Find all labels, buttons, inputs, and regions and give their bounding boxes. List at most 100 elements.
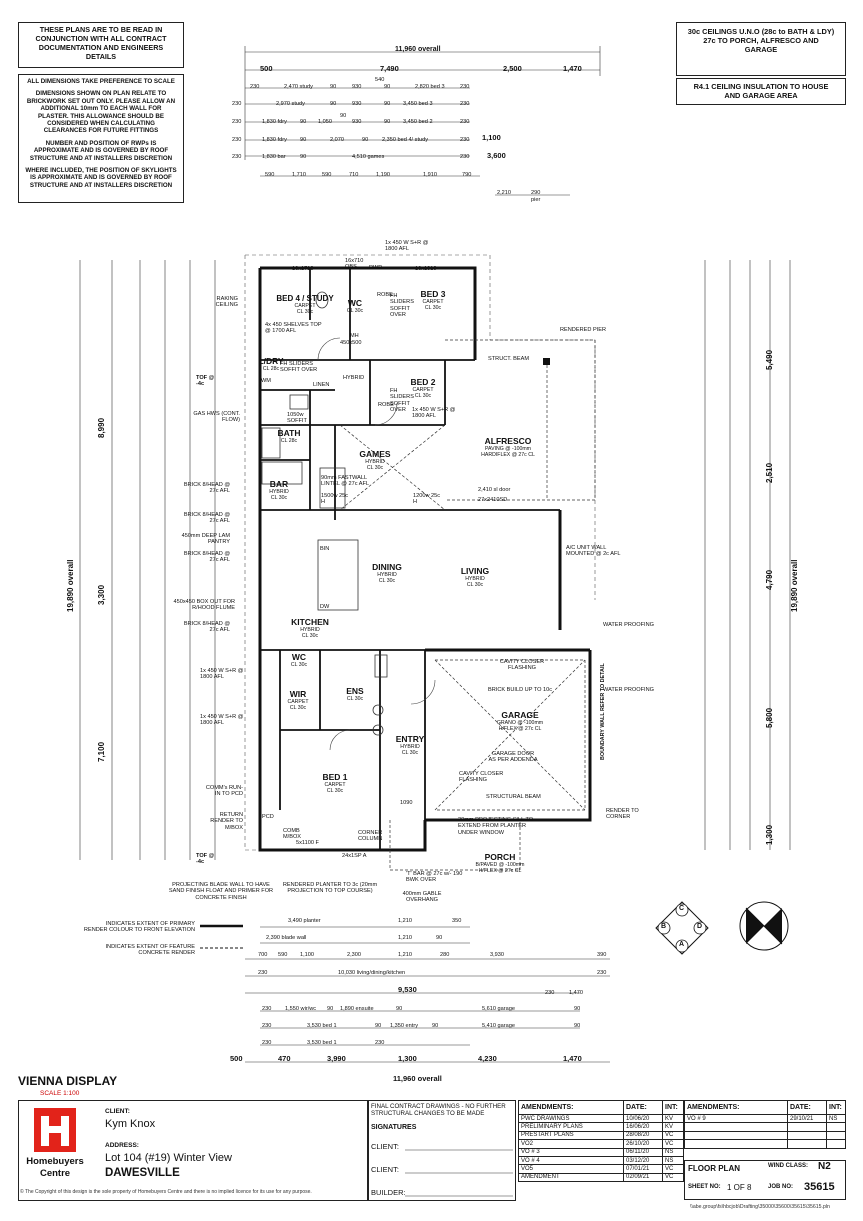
top-dim-1a: 500 (260, 64, 273, 73)
room-ldy: L/DRY CL 28c (255, 356, 287, 372)
amendments-cell: NS (662, 1147, 684, 1157)
compass-d: D (697, 923, 703, 930)
room-alfresco-cl: HARDIFLEX @ 27c CL (481, 452, 535, 458)
room-garage-sub: GRANO @ -100mm (496, 720, 544, 726)
bot-dim-6f: 5,610 garage (482, 1006, 515, 1012)
bot-dim-4c: 230 (597, 970, 607, 976)
rwp-note: NUMBER AND POSITION OF RWPs IS APPROXIMA… (29, 139, 173, 162)
sheet-no-value: 1 OF 8 (727, 1183, 752, 1192)
bot-dim-7g: 90 (574, 1023, 581, 1029)
amendments-header: AMENDMENTS: DATE: INT: (518, 1100, 684, 1115)
amendments-cell: PWC DRAWINGS (518, 1113, 624, 1124)
amendments-cell: VC (662, 1130, 684, 1141)
signature-block (368, 1100, 516, 1201)
amendments2-cell: VO # 9 (684, 1113, 788, 1124)
top-dim-8b: 290 (531, 190, 541, 196)
top-dim-5d: 2,070 (330, 137, 344, 143)
room-bar-cl: CL 30c (270, 495, 288, 501)
bot-dim-9a: 500 (230, 1054, 243, 1063)
cavity-closer-2: CAVITY CLOSER FLASHING (459, 771, 504, 784)
top-dim-4e: 90 (340, 113, 347, 119)
room-entry-cl: CL 30c (401, 750, 419, 756)
bot-dim-3d: 2,300 (347, 952, 361, 958)
room-dining-cl: CL 30c (378, 578, 396, 584)
projecting-sill-note: 20mm PROJECTING SILL TO EXTEND FROM PLAN… (458, 817, 534, 836)
room-bed1-sub: CARPET (324, 782, 346, 788)
brickwork-note: DIMENSIONS SHOWN ON PLAN RELATE TO BRICK… (26, 90, 176, 135)
address-label: ADDRESS: (105, 1142, 139, 1149)
top-dim-3g: 230 (460, 101, 470, 107)
top-dim-3a: 230 (232, 101, 242, 107)
room-bed1-cl: CL 30c (326, 788, 344, 794)
legend-feature-render: INDICATES EXTENT OF FEATURE CONCRETE REN… (105, 944, 195, 957)
gable-overhang-note: 400mm GABLE OVERHANG (402, 891, 442, 904)
room-wir: WIR CARPET CL 30c (280, 689, 316, 711)
top-dim-2a: 230 (250, 84, 260, 90)
room-wc2-cl: CL 30c (290, 662, 308, 668)
amendments-cell: 06/11/20 (623, 1147, 663, 1157)
bot-dim-3c: 1,100 (300, 952, 314, 958)
cavity-closer-1: CAVITY CLOSER FLASHING (499, 659, 545, 672)
top-dim-5a: 230 (232, 137, 242, 143)
room-porch-name: PORCH (484, 852, 516, 862)
room-garage-name: GARAGE (501, 710, 539, 720)
top-dim-3f: 3,450 bed 3 (403, 101, 433, 107)
amendments-cell: 28/08/20 (623, 1130, 663, 1141)
compass-b: B (661, 923, 667, 930)
top-dim-2b: 2,470 study (284, 84, 313, 90)
room-bath: BATH CL 28c (272, 428, 306, 444)
bot-dim-7e: 90 (432, 1023, 439, 1029)
amendments-header-label: AMENDMENTS: (518, 1100, 624, 1115)
amendments-cell: VC (662, 1172, 684, 1183)
skylight-2-note: 1x 450 W S+R @ 1800 AFL (412, 407, 456, 420)
room-entry: ENTRY HYBRID CL 30c (390, 734, 430, 756)
room-ens-cl: CL 30c (346, 696, 364, 702)
top-dim-5h: 1,100 (482, 133, 501, 142)
left-dim-b-text: 3,300 (97, 584, 106, 605)
top-dim-6b: 1,830 bar (262, 154, 286, 160)
garage-door-note: GARAGE DOOR AS PER ADDENDA (488, 751, 538, 764)
room-bed4-name: BED 4 / STUDY (276, 294, 334, 303)
room-games-cl: CL 30c (366, 465, 384, 471)
job-no-value: 35615 (804, 1181, 835, 1193)
right-dim-e-text: 1,300 (765, 824, 774, 845)
top-dim-5b: 1,830 fdry (262, 137, 287, 143)
comms-note: COMM's RUN-IN TO PCD (205, 785, 243, 798)
right-dim-a-text: 5,490 (765, 349, 774, 370)
blade-wall-note: PROJECTING BLADE WALL TO HAVE SAND FINIS… (168, 882, 274, 901)
room-alfresco: ALFRESCO PAVING @ -100mm HARDIFLEX @ 27c… (468, 436, 548, 458)
opening-1200: 1200w 25c H (413, 493, 441, 506)
final-contract-note: FINAL CONTRACT DRAWINGS - NO FURTHER STR… (371, 1103, 506, 1117)
ac-unit-note: A/C UNIT WALL MOUNTED @ 2c AFL (566, 545, 621, 558)
top-dim-4g: 90 (384, 119, 391, 125)
top-dim-5g: 230 (460, 137, 470, 143)
floor-plan-label: FLOOR PLAN (688, 1164, 740, 1173)
dimensions-note: ALL DIMENSIONS TAKE PREFERENCE TO SCALE (27, 78, 175, 85)
rendered-pier-label: RENDERED PIER (560, 327, 607, 333)
room-games-name: GAMES (359, 449, 391, 459)
bot-dim-3g: 3,930 (490, 952, 504, 958)
right-dim-b: 2,510 (765, 463, 774, 483)
fh-sliders-2: FH SLIDERS SOFFIT OVER (280, 361, 318, 374)
top-dim-6f: 3,600 (487, 151, 506, 160)
ceiling-notes: 30c CEILINGS U.N.O (28c to BATH & LDY) 2… (676, 22, 846, 76)
gas-hws-label: GAS HWS (CONT. FLOW) (193, 411, 240, 424)
brick-head-3: BRICK 8/HEAD @ 27c AFL (183, 551, 230, 564)
room-bar-name: BAR (269, 479, 289, 489)
bot-dim-9e: 4,230 (478, 1054, 497, 1063)
right-dimension-lines (704, 260, 791, 850)
render-corner-note: RENDER TO CORNER (606, 808, 639, 821)
t-bar-note: 'T' BAR @ 27c w/- 190 BWK OVER (406, 871, 463, 884)
client-signature-label: CLIENT: (371, 1142, 399, 1151)
top-dim-8a: 2,210 (497, 190, 511, 196)
skylight-note: WHERE INCLUDED, THE POSITION OF SKYLIGHT… (25, 167, 177, 189)
room-porch: PORCH B/PAVED @ -100mm H/FLEX @ 27c CL (470, 852, 530, 874)
fh-sliders-1: FH SLIDERS SOFFIT OVER (390, 293, 414, 319)
bot-dim-9d: 1,300 (398, 1054, 417, 1063)
ceiling-notes-text: 30c CEILINGS U.N.O (28c to BATH & LDY) 2… (687, 27, 835, 54)
corner-column: CORNER COLUMN (358, 830, 383, 843)
